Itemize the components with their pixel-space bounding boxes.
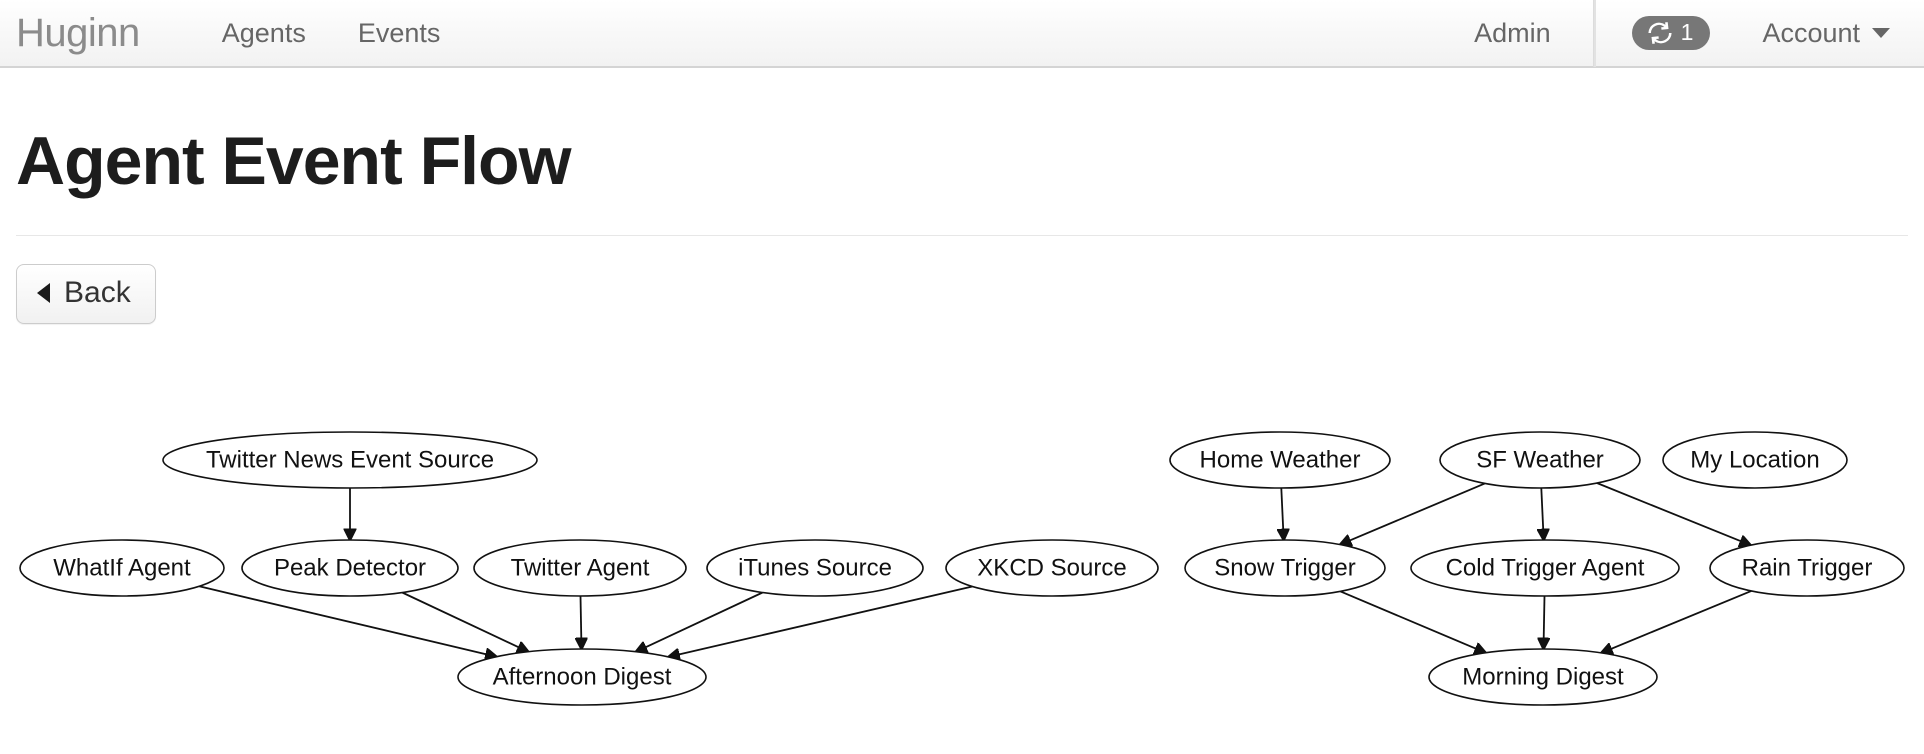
node-home_weather[interactable]: Home Weather [1169, 431, 1391, 489]
node-shape[interactable] [1184, 539, 1386, 597]
nav-link-events[interactable]: Events [357, 18, 441, 48]
node-shape[interactable] [1662, 431, 1848, 489]
node-label: Twitter News Event Source [206, 446, 494, 473]
node-shape[interactable] [19, 539, 225, 597]
node-shape[interactable] [1709, 539, 1905, 597]
edge-twitter_agent-to-afternoon_digest [581, 595, 582, 649]
edge-home_weather-to-snow_trigger [1281, 487, 1283, 540]
navbar-divider [1592, 0, 1596, 67]
page-container: Agent Event Flow Back [0, 68, 1924, 324]
worker-status-badge[interactable]: 1 [1631, 16, 1711, 50]
node-label: Cold Trigger Agent [1446, 554, 1645, 581]
node-label: XKCD Source [977, 554, 1126, 581]
node-label: Twitter Agent [511, 554, 650, 581]
edge-xkcd_source-to-afternoon_digest [669, 585, 973, 657]
node-cold_trigger_agent[interactable]: Cold Trigger Agent [1410, 539, 1680, 597]
nav-link-admin[interactable]: Admin [1474, 18, 1551, 48]
node-shape[interactable] [1428, 648, 1658, 706]
node-rain_trigger[interactable]: Rain Trigger [1709, 539, 1905, 597]
node-label: Afternoon Digest [493, 663, 672, 690]
node-shape[interactable] [706, 539, 924, 597]
page-title: Agent Event Flow [16, 123, 571, 199]
edge-cold_trigger_agent-to-morning_digest [1544, 595, 1545, 649]
node-whatif_agent[interactable]: WhatIf Agent [19, 539, 225, 597]
node-label: iTunes Source [738, 554, 892, 581]
node-shape[interactable] [945, 539, 1159, 597]
node-label: Snow Trigger [1214, 554, 1355, 581]
node-label: SF Weather [1476, 446, 1604, 473]
edge-snow_trigger-to-morning_digest [1339, 590, 1486, 653]
top-navbar: Huginn Agents Events Admin 1 Account [0, 0, 1924, 68]
node-label: My Location [1690, 446, 1819, 473]
node-label: WhatIf Agent [53, 554, 191, 581]
edge-peak_detector-to-afternoon_digest [401, 591, 528, 652]
primary-nav: Agents Events [196, 0, 467, 67]
node-shape[interactable] [1410, 539, 1680, 597]
agent-event-flow-graph: Twitter News Event Source Home Weather SF … [0, 338, 1924, 754]
flow-diagram-svg[interactable]: Twitter News Event Source Home Weather SF … [0, 338, 1924, 754]
account-dropdown[interactable]: Account [1740, 0, 1924, 67]
node-morning_digest[interactable]: Morning Digest [1428, 648, 1658, 706]
back-button[interactable]: Back [16, 264, 156, 324]
worker-count: 1 [1680, 19, 1694, 45]
node-afternoon_digest[interactable]: Afternoon Digest [457, 648, 707, 706]
back-button-label: Back [64, 276, 131, 309]
secondary-nav: Admin 1 Account [1448, 0, 1924, 67]
node-xkcd_source[interactable]: XKCD Source [945, 539, 1159, 597]
edge-itunes_source-to-afternoon_digest [636, 591, 763, 652]
node-snow_trigger[interactable]: Snow Trigger [1184, 539, 1386, 597]
node-label: Rain Trigger [1742, 554, 1873, 581]
node-itunes_source[interactable]: iTunes Source [706, 539, 924, 597]
node-my_location[interactable]: My Location [1662, 431, 1848, 489]
sync-icon [1647, 21, 1673, 44]
title-divider [16, 235, 1908, 237]
node-label: Peak Detector [274, 554, 426, 581]
node-sf_weather[interactable]: SF Weather [1439, 431, 1641, 489]
node-label: Morning Digest [1462, 663, 1624, 690]
edges-layer [198, 482, 1752, 657]
brand-logo[interactable]: Huginn [16, 11, 140, 55]
edge-whatif_agent-to-afternoon_digest [198, 585, 496, 656]
chevron-left-icon [37, 283, 50, 303]
node-shape[interactable] [1439, 431, 1641, 489]
node-twitter_agent[interactable]: Twitter Agent [473, 539, 687, 597]
edge-sf_weather-to-snow_trigger [1340, 482, 1486, 544]
nav-link-agents[interactable]: Agents [221, 18, 306, 48]
nodes-layer: Twitter News Event Source Home Weather SF … [19, 431, 1905, 706]
node-shape[interactable] [473, 539, 687, 597]
node-shape[interactable] [1169, 431, 1391, 489]
node-twitter_news_event_source[interactable]: Twitter News Event Source [162, 431, 538, 489]
node-shape[interactable] [162, 431, 538, 489]
chevron-down-icon [1872, 28, 1890, 38]
account-label: Account [1762, 18, 1860, 48]
node-shape[interactable] [457, 648, 707, 706]
node-shape[interactable] [241, 539, 459, 597]
worker-status-wrap: 1 [1596, 16, 1741, 50]
edge-sf_weather-to-cold_trigger_agent [1541, 487, 1543, 540]
edge-sf_weather-to-rain_trigger [1596, 482, 1751, 545]
node-peak_detector[interactable]: Peak Detector [241, 539, 459, 597]
edge-rain_trigger-to-morning_digest [1601, 590, 1752, 653]
node-label: Home Weather [1200, 446, 1361, 473]
